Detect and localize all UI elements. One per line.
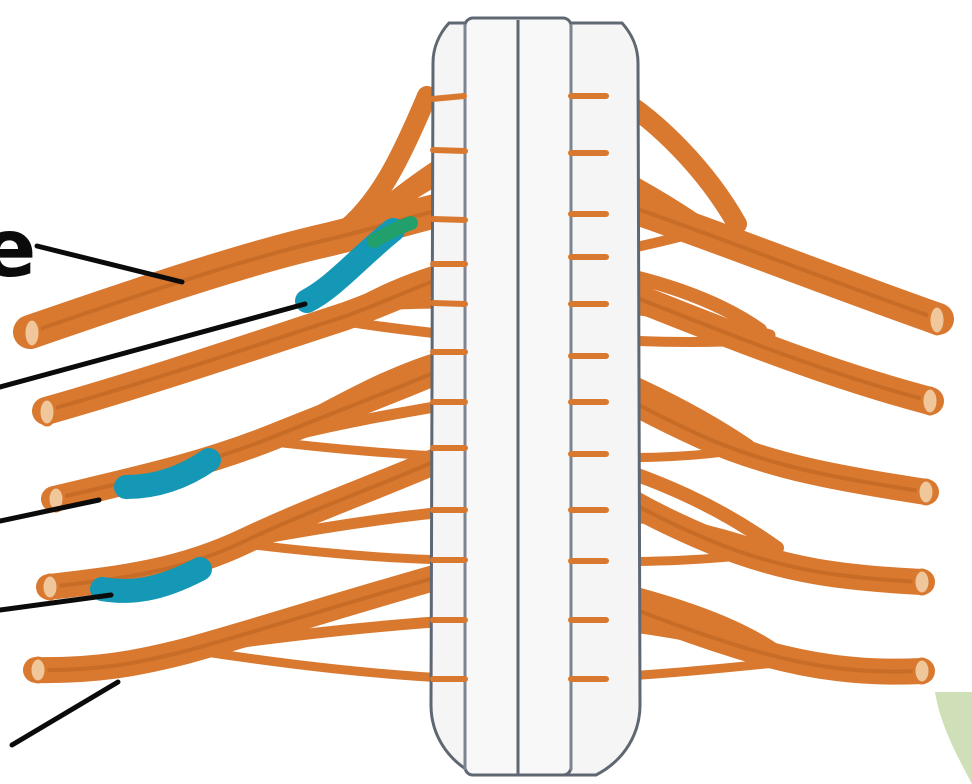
- left-nerve-end-2: [39, 399, 55, 425]
- left-attachment-2: [433, 150, 465, 151]
- left-nerve-end-1: [24, 319, 40, 347]
- right-nerve-end-2: [922, 388, 938, 414]
- left-attachment-5: [433, 303, 465, 304]
- left-attachment-1: [432, 96, 464, 99]
- right-nerve-end-4: [914, 570, 930, 594]
- left-nerve-end-5: [30, 658, 46, 682]
- left-attachment-3: [433, 219, 465, 220]
- right-nerve-end-5: [914, 659, 930, 683]
- right-nerve-end-3: [918, 480, 934, 504]
- spinal-cord: [431, 18, 640, 775]
- left-nerve-end-4: [42, 575, 58, 599]
- partial-label-e: e: [0, 202, 36, 295]
- right-nerve-end-1: [929, 306, 945, 334]
